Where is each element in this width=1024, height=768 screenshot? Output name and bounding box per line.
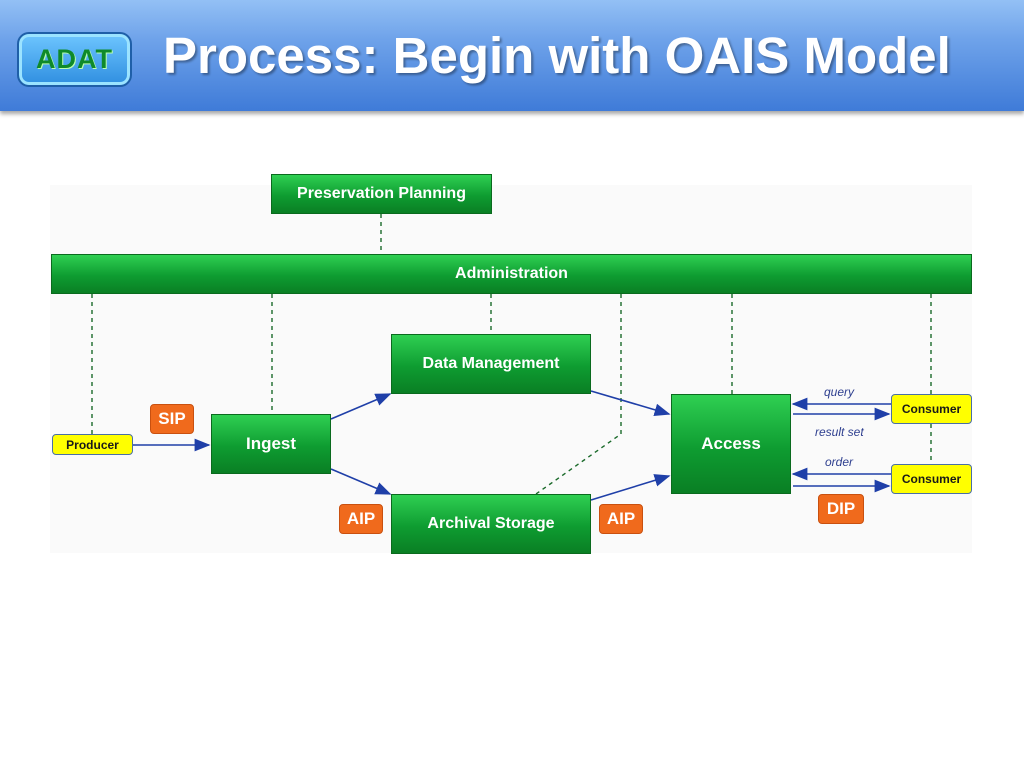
ingest-datamgmt-arrow	[330, 393, 392, 420]
sip-badge: SIP	[150, 404, 194, 434]
dashed-links	[91, 214, 932, 495]
aip-right-badge: AIP	[599, 504, 643, 534]
aip-left-label: AIP	[346, 509, 376, 528]
consumer-top-box: Consumer	[891, 394, 972, 424]
preservation-planning-label: Preservation Planning	[297, 185, 466, 202]
access-label: Access	[701, 434, 761, 453]
title-banner: ADAT Process: Begin with OAIS Model	[0, 0, 1024, 111]
adat-logo: ADAT	[17, 32, 132, 87]
slide-title: Process: Begin with OAIS Model	[163, 27, 951, 84]
archival-storage-label: Archival Storage	[427, 515, 555, 532]
sip-label: SIP	[158, 409, 186, 428]
preservation-planning-box: Preservation Planning	[271, 174, 492, 214]
ingest-box: Ingest	[211, 414, 331, 474]
data-management-label: Data Management	[422, 355, 560, 372]
aip-right-label: AIP	[606, 509, 636, 528]
administration-label: Administration	[455, 265, 568, 282]
order-annotation: order	[825, 455, 854, 469]
query-annotation: query	[824, 385, 855, 399]
consumer-top-label: Consumer	[901, 402, 962, 416]
administration-bar: Administration	[51, 254, 972, 294]
consumer-bottom-box: Consumer	[891, 464, 972, 494]
ingest-label: Ingest	[245, 434, 297, 453]
logo-text: ADAT	[36, 44, 113, 74]
dip-label: DIP	[826, 499, 856, 518]
archival-storage-box: Archival Storage	[391, 494, 591, 554]
access-box: Access	[671, 394, 791, 494]
producer-box: Producer	[52, 434, 133, 455]
producer-label: Producer	[66, 437, 119, 452]
flow-arrows	[133, 390, 891, 501]
aip-left-badge: AIP	[339, 504, 383, 534]
result-set-annotation: result set	[815, 425, 864, 439]
ingest-storage-arrow	[330, 468, 392, 495]
datamgmt-access-arrow	[590, 390, 671, 417]
storage-access-arrow	[590, 474, 671, 501]
dip-badge: DIP	[818, 494, 864, 524]
consumer-bottom-label: Consumer	[901, 472, 962, 486]
data-management-box: Data Management	[391, 334, 591, 394]
admin-storage-link	[535, 294, 622, 495]
